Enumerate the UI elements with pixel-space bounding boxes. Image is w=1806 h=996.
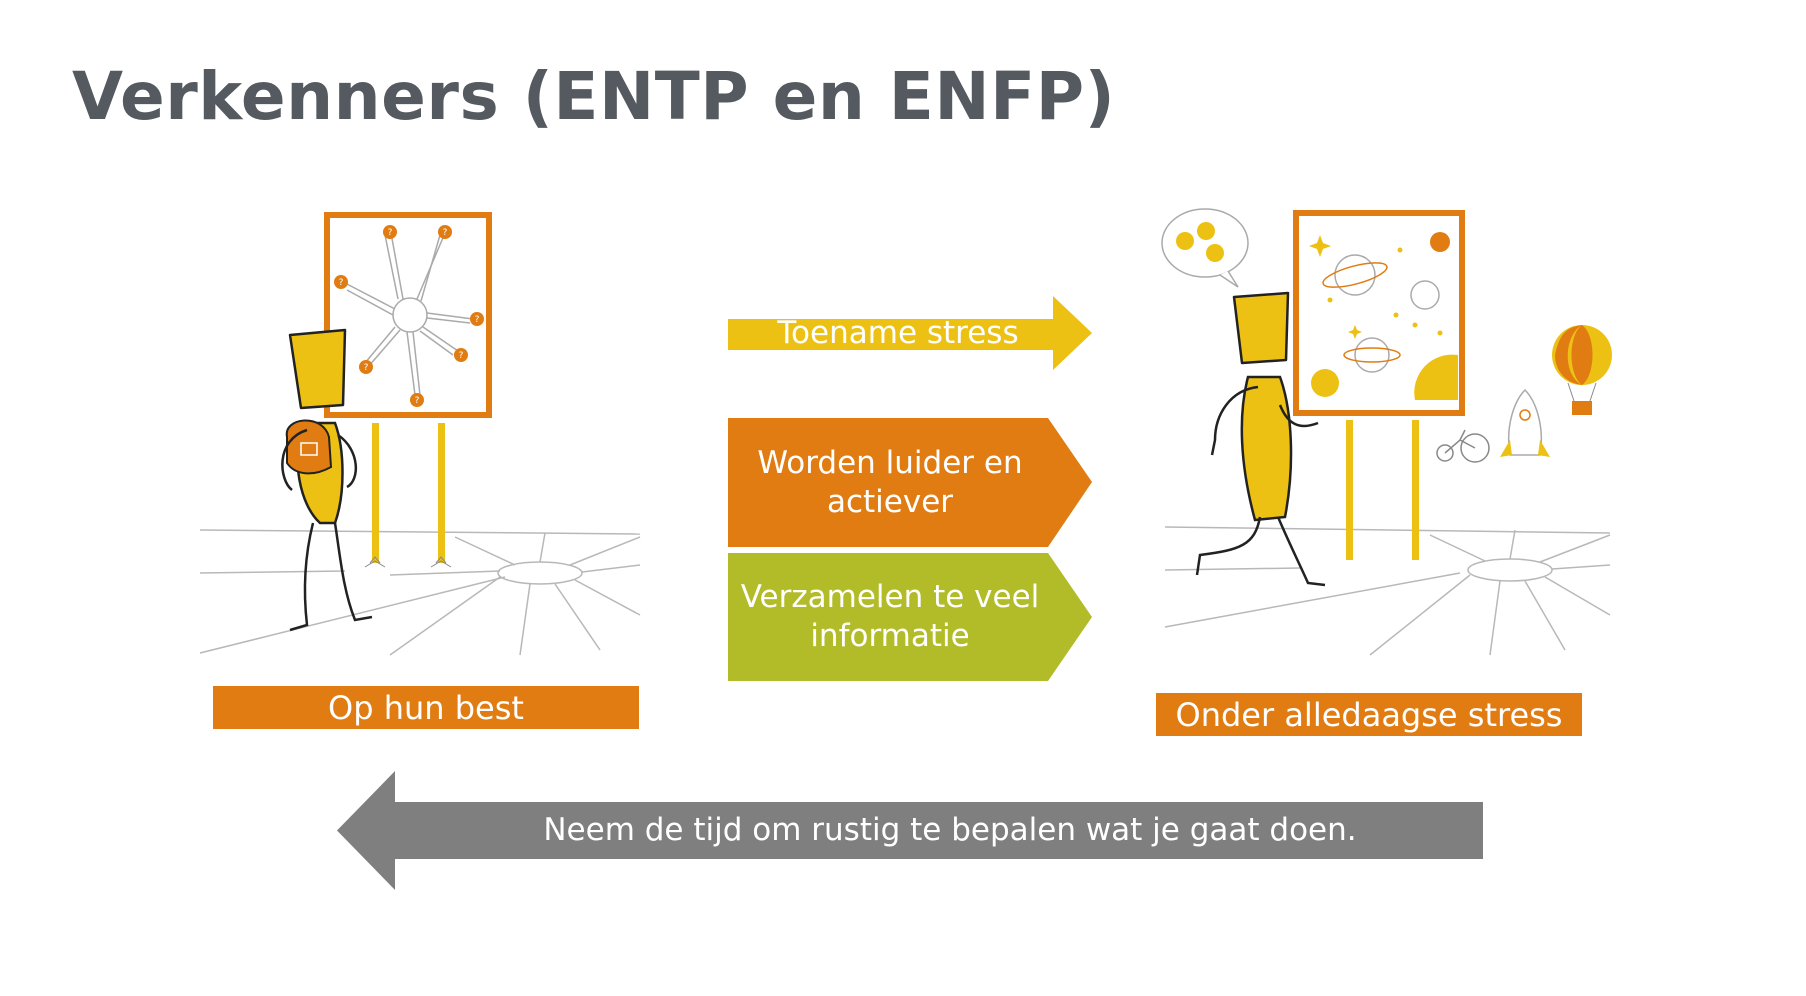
louder-chevron bbox=[728, 418, 1092, 547]
question-mark-icons bbox=[334, 225, 484, 407]
right-scene-illustration bbox=[1160, 205, 1620, 665]
ground-lines bbox=[1164, 526, 1611, 656]
calm-down-arrow bbox=[337, 771, 1483, 890]
walking-character bbox=[281, 328, 373, 632]
svg-text:?: ? bbox=[475, 315, 480, 325]
stress-increase-label: Toename stress bbox=[777, 314, 1019, 351]
collect-label: Verzamelen te veel informatie bbox=[740, 579, 1040, 654]
collect-chevron bbox=[728, 553, 1092, 681]
calm-down-label: Neem de tijd om rustig te bepalen wat je… bbox=[543, 812, 1357, 848]
ground-lines bbox=[199, 529, 641, 656]
mind-map bbox=[344, 232, 474, 396]
louder-label: Worden luider en actiever bbox=[757, 444, 1023, 520]
svg-text:?: ? bbox=[443, 228, 448, 238]
hot-air-balloon-icon bbox=[1552, 325, 1612, 415]
page-title: Verkenners (ENTP en ENFP) bbox=[72, 58, 1116, 135]
svg-text:?: ? bbox=[388, 228, 393, 238]
svg-text:?: ? bbox=[339, 278, 344, 288]
right-caption: Onder alledaagse stress bbox=[1156, 693, 1582, 736]
svg-text:?: ? bbox=[459, 351, 464, 361]
svg-text:?: ? bbox=[364, 363, 369, 373]
lightbulb-thought-bubble-icon bbox=[1161, 208, 1249, 288]
space-board-icons bbox=[1309, 232, 1458, 400]
left-scene-illustration: ??? ??? ? bbox=[195, 205, 645, 675]
stress-increase-arrow bbox=[728, 296, 1092, 370]
running-character bbox=[1195, 291, 1326, 587]
bicycle-icon bbox=[1436, 429, 1490, 463]
left-caption: Op hun best bbox=[213, 686, 639, 729]
svg-text:?: ? bbox=[415, 396, 420, 406]
rocket-icon bbox=[1500, 388, 1550, 457]
